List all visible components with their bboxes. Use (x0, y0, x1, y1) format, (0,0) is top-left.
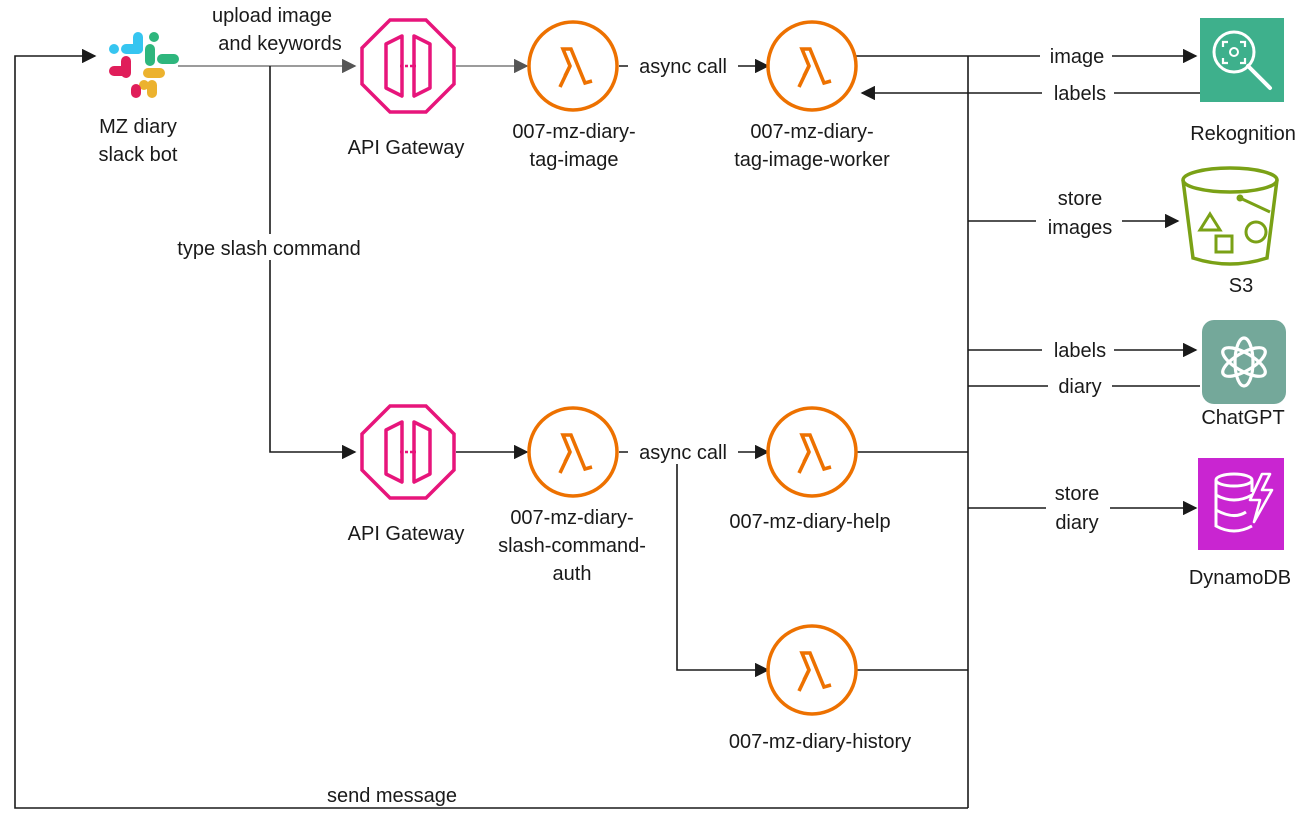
api-gateway-icon (360, 404, 456, 500)
tag-image-label-line2: tag-image (530, 149, 619, 171)
chatgpt-label: ChatGPT (1201, 407, 1284, 429)
label-upload-line2: and keywords (218, 33, 341, 55)
edge-slash-command (269, 66, 357, 460)
label-labels-back: labels (1054, 83, 1106, 105)
node-api-gateway-bottom: API Gateway (348, 404, 465, 545)
chatgpt-icon (1202, 320, 1286, 404)
label-store-images-line2: images (1048, 217, 1112, 239)
auth-label-line3: auth (553, 563, 592, 585)
api-gateway-bottom-label: API Gateway (348, 523, 465, 545)
s3-bucket-icon (1181, 166, 1279, 266)
label-image: image (1050, 46, 1104, 68)
tag-image-worker-label-line1: 007-mz-diary- (750, 121, 873, 143)
edge-send-message (14, 48, 968, 809)
rekognition-icon (1200, 18, 1284, 102)
label-labels-to-chatgpt: labels (1054, 340, 1106, 362)
api-gateway-top-label: API Gateway (348, 137, 465, 159)
slack-label-line1: MZ diary (99, 116, 177, 138)
api-gateway-icon (360, 18, 456, 114)
node-rekognition: Rekognition (1190, 18, 1296, 145)
history-label: 007-mz-diary-history (729, 731, 911, 753)
node-lambda-history: 007-mz-diary-history (729, 624, 911, 753)
lambda-icon (766, 406, 858, 498)
label-async-call-bottom: async call (639, 442, 727, 464)
edge-labels: upload image and keywords async call asy… (155, 5, 1122, 807)
auth-label-line1: 007-mz-diary- (510, 507, 633, 529)
node-dynamodb: DynamoDB (1189, 458, 1291, 589)
node-lambda-slash-command-auth: 007-mz-diary- slash-command- auth (498, 406, 646, 585)
node-slack-bot: MZ diary slack bot (99, 32, 179, 166)
slack-label-line2: slack bot (99, 144, 178, 166)
label-diary: diary (1058, 376, 1101, 398)
lambda-icon (766, 624, 858, 716)
node-s3: S3 (1181, 166, 1279, 297)
node-lambda-help: 007-mz-diary-help (729, 406, 891, 533)
label-send-message: send message (327, 785, 457, 807)
tag-image-label-line1: 007-mz-diary- (512, 121, 635, 143)
node-api-gateway-top: API Gateway (348, 18, 465, 159)
edge-auth-to-history (676, 452, 770, 678)
tag-image-worker-label-line2: tag-image-worker (734, 149, 890, 171)
node-lambda-tag-image: 007-mz-diary- tag-image (512, 20, 636, 171)
label-store-diary-line1: store (1055, 483, 1099, 505)
label-store-diary-line2: diary (1055, 512, 1098, 534)
node-chatgpt: ChatGPT (1201, 320, 1286, 429)
label-slash-command: type slash command (177, 238, 360, 260)
lambda-icon (766, 20, 858, 112)
label-store-images-line1: store (1058, 188, 1102, 210)
label-upload-line1: upload image (212, 5, 332, 27)
lambda-icon (527, 406, 619, 498)
help-label: 007-mz-diary-help (729, 511, 890, 533)
node-lambda-tag-image-worker: 007-mz-diary- tag-image-worker (734, 20, 890, 171)
dynamodb-label: DynamoDB (1189, 567, 1291, 589)
dynamodb-icon (1198, 458, 1284, 550)
label-async-call-top: async call (639, 56, 727, 78)
slack-icon (109, 32, 179, 98)
auth-label-line2: slash-command- (498, 535, 646, 557)
lambda-icon (527, 20, 619, 112)
s3-label: S3 (1229, 275, 1253, 297)
rekognition-label: Rekognition (1190, 123, 1296, 145)
